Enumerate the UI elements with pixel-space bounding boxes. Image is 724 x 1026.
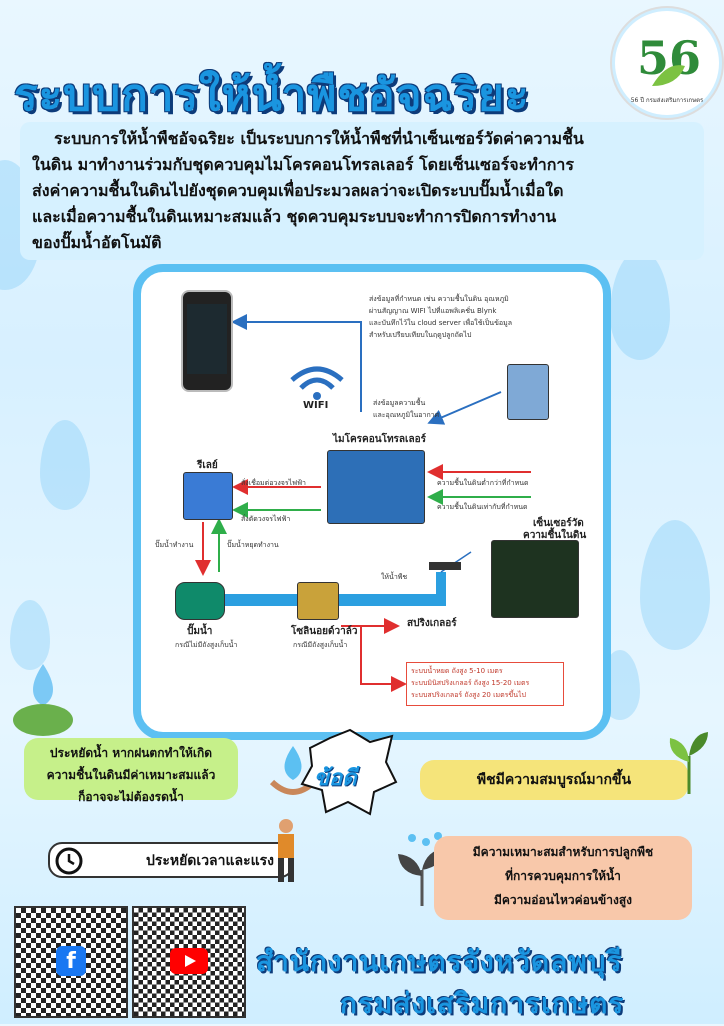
advantages-badge: ข้อดี [300, 728, 398, 816]
pump-note: กรณีไม่มีถังสูงเก็บน้ำ [175, 641, 238, 649]
option-line: ระบบสปริงเกลอร์ ถังสูง 20 เมตรขึ้นไป [411, 691, 526, 699]
cloud-note-line: สำหรับเปรียบเทียบในฤดูปลูกถัดไป [369, 331, 472, 339]
solenoid-valve-image [297, 582, 339, 620]
microcontroller-label: ไมโครคอนโทรลเลอร์ [333, 434, 426, 445]
earth-drop-icon [13, 664, 73, 736]
system-diagram: ส่งข้อมูลที่กำหนด เช่น ความชื้นในดิน อุณ… [133, 264, 611, 740]
intro-line: ของปั๊มน้ำอัตโนมัติ [32, 233, 162, 252]
intro-line: ระบบการให้น้ำพืชอัจฉริยะ เป็นระบบการให้น… [54, 129, 584, 148]
microcontroller-image [327, 450, 425, 524]
department-name: กรมส่งเสริมการเกษตร [340, 987, 625, 1020]
farmer-icon [278, 819, 294, 882]
sprinkler-options-box: ระบบน้ำหยด ถังสูง 5-10 เมตร ระบบมินิสปริ… [406, 662, 564, 706]
benefit-line: มีความอ่อนไหวค่อนข้างสูง [493, 893, 633, 907]
cloud-note-line: และบันทึกไว้ใน cloud server เพื่อใช้เป็น… [369, 319, 512, 327]
logo-caption: 56 ปี กรมส่งเสริมการเกษตร [630, 97, 704, 104]
ok-moisture-label: ความชื้นในดินเท่ากับที่กำหนด [437, 503, 528, 511]
relay-image [183, 472, 233, 520]
option-line: ระบบน้ำหยด ถังสูง 5-10 เมตร [411, 667, 503, 675]
water-to-plant-label: ให้น้ำพืช [381, 573, 408, 581]
leaf-icon [652, 65, 685, 86]
office-name: สำนักงานเกษตรจังหวัดลพบุรี [256, 945, 623, 978]
water-drop-decoration [40, 420, 90, 510]
relay-off-label: สั่งตัดวงจรไฟฟ้า [241, 515, 291, 523]
benefit-fertile: พืชมีความสมบูรณ์มากขึ้น [420, 760, 688, 800]
youtube-qr-code[interactable] [132, 906, 246, 1018]
soil-sensor-label: ความชื้นในดิน [523, 530, 587, 541]
air-sensor-image [507, 364, 549, 420]
benefit-save-water: ประหยัดน้ำ หากฝนตกทำให้เกิด ความชื้นในดิ… [24, 738, 238, 804]
low-moisture-label: ความชื้นในดินต่ำกว่าที่กำหนด [437, 479, 529, 487]
youtube-icon [170, 948, 208, 974]
benefit-line: ประหยัดน้ำ หากฝนตกทำให้เกิด [49, 746, 213, 760]
benefit-line: มีความเหมาะสมสำหรับการปลูกพืช [472, 845, 654, 859]
pump-label: ปั๊มน้ำ [187, 626, 213, 637]
relay-label: รีเลย์ [197, 460, 218, 471]
water-drop-decoration [10, 600, 50, 670]
pump-off-label: ปั๊มน้ำหยุดทำงาน [227, 541, 279, 549]
advantages-badge-text: ข้อดี [314, 766, 357, 791]
smartphone-blynk-image [181, 290, 233, 392]
air-note-line: ส่งข้อมูลความชื้น [373, 399, 426, 407]
cloud-note-line: ส่งข้อมูลที่กำหนด เช่น ความชื้นในดิน อุณ… [369, 295, 509, 303]
soil-sensor-label: เซ็นเซอร์วัด [533, 518, 584, 529]
anniversary-logo: 56 56 ปี กรมส่งเสริมการเกษตร [612, 8, 722, 118]
option-line: ระบบมินิสปริงเกลอร์ ถังสูง 15-20 เมตร [411, 679, 530, 687]
soil-sensor-image [491, 540, 579, 618]
intro-line: ส่งค่าความชื้นในดินไปยังชุดควบคุมเพื่อปร… [32, 181, 564, 200]
facebook-qr-code[interactable]: f [14, 906, 128, 1018]
burst-shape [300, 728, 398, 816]
clock-icon [55, 847, 83, 875]
wifi-icon [290, 366, 344, 400]
intro-line: และเมื่อความชื้นในดินเหมาะสมแล้ว ชุดควบค… [32, 207, 557, 226]
intro-paragraph: ระบบการให้น้ำพืชอัจฉริยะ เป็นระบบการให้น… [20, 122, 704, 260]
benefit-save-time: ประหยัดเวลาและแรง [48, 842, 294, 878]
facebook-icon: f [56, 946, 86, 976]
benefit-line: ที่การควบคุมการให้น้ำ [505, 869, 621, 883]
intro-line: ในดิน มาทำงานร่วมกับชุดควบคุมไมโครคอนโทร… [32, 155, 574, 174]
pump-on-label: ปั๊มน้ำทำงาน [155, 541, 194, 549]
water-drop-decoration [640, 520, 710, 650]
relay-on-label: สั่งเชื่อมต่อวงจรไฟฟ้า [241, 479, 306, 487]
water-drop-decoration [610, 250, 670, 360]
cloud-note-line: ผ่านสัญญาณ WIFI ไปที่แอพลิเคชั่น Blynk [369, 307, 497, 315]
benefit-save-time-text: ประหยัดเวลาและแรง [145, 853, 274, 869]
air-note-line: และอุณหภูมิในอากาศ [373, 411, 440, 419]
water-pump-image [175, 582, 225, 620]
valve-label: โซลินอยด์วาล์ว [291, 626, 358, 637]
sprinkler-label: สปริงเกลอร์ [407, 618, 457, 629]
wifi-label: WIFI [303, 400, 329, 411]
sprout-icon [669, 732, 708, 794]
benefit-line: ความชื้นในดินมีค่าเหมาะสมแล้ว [46, 768, 216, 782]
benefit-suitable: มีความเหมาะสมสำหรับการปลูกพืช ที่การควบค… [434, 836, 692, 920]
page-title: ระบบการให้น้ำพืชอัจฉริยะ [14, 70, 530, 121]
benefit-line: ก็อาจจะไม่ต้องรดน้ำ [78, 790, 184, 804]
sprinkler-icon [429, 562, 461, 570]
valve-note: กรณีมีถังสูงเก็บน้ำ [293, 641, 348, 649]
